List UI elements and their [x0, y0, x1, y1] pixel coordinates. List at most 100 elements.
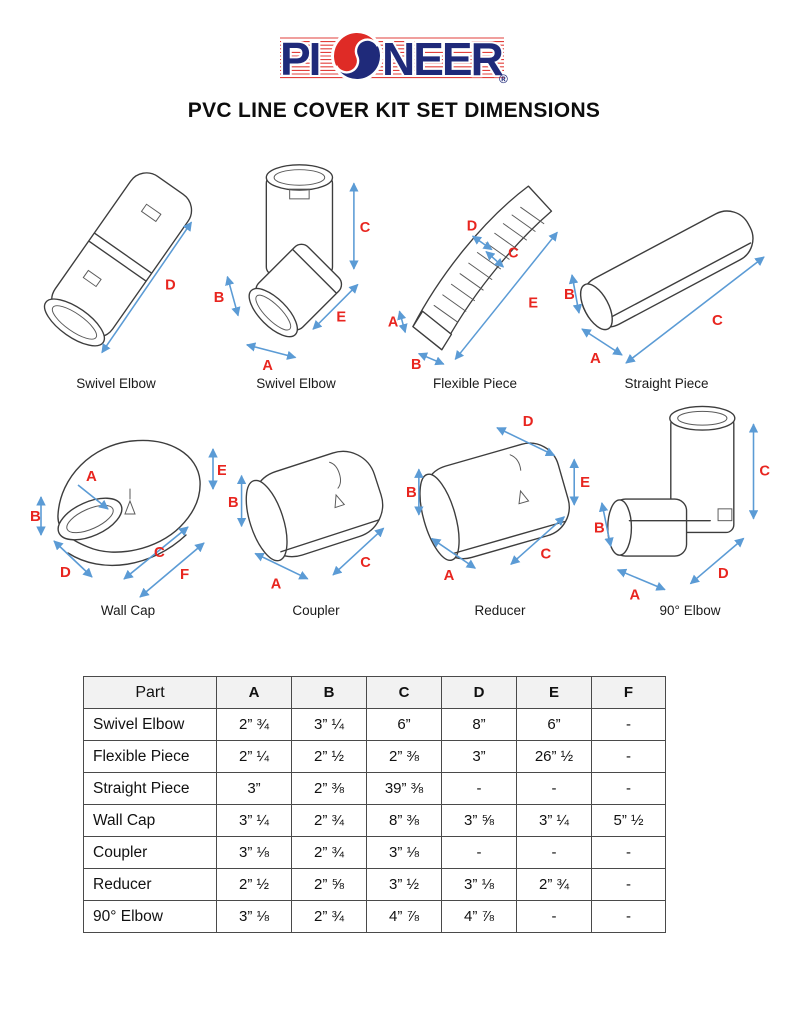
dim-value-cell: 3” ⅛: [216, 836, 292, 869]
dim-label-B: B: [594, 520, 605, 536]
dim-label-C: C: [759, 463, 770, 479]
logo-text-pi: PI: [280, 33, 319, 85]
header-e: E: [516, 676, 592, 709]
dim-label-D: D: [718, 566, 729, 582]
table-row: Flexible Piece 2” ¼ 2” ½ 2” ⅜ 3” 26” ½ -: [83, 740, 666, 773]
dim-value-cell: -: [591, 740, 666, 773]
table-row: 90° Elbow 3” ⅛ 2” ¾ 4” ⅞ 4” ⅞ - -: [83, 900, 666, 933]
dimension-arrows: B A C: [228, 474, 385, 593]
table-row: Wall Cap 3” ¼ 2” ¾ 8” ⅜ 3” ⅝ 3” ¼ 5” ½: [83, 804, 666, 837]
logo-globe-icon: [331, 30, 383, 82]
dim-value-cell: -: [591, 772, 666, 805]
dim-value-cell: 3” ¼: [291, 708, 367, 741]
figure-swivel-elbow-2: C E B A Swivel Elbow: [206, 157, 386, 391]
figure-caption: Coupler: [292, 603, 340, 618]
dim-value-cell: 3”: [216, 772, 292, 805]
header-a: A: [216, 676, 292, 709]
pioneer-logo: PI NEER ®: [278, 30, 508, 86]
dim-value-cell: 6”: [366, 708, 442, 741]
dimensions-table: Part A B C D E F Swivel Elbow 2” ¾ 3” ¼ …: [83, 676, 666, 933]
dim-value-cell: 2” ¾: [291, 836, 367, 869]
figure-reducer: D E C B A Reducer: [406, 397, 594, 618]
dim-label-C: C: [541, 546, 552, 562]
dim-value-cell: 2” ⅜: [291, 772, 367, 805]
figure-caption: Swivel Elbow: [76, 376, 156, 391]
dim-label-E: E: [217, 462, 226, 479]
dimension-arrows: A B D C E: [388, 218, 558, 373]
registered-mark: ®: [499, 72, 508, 86]
table-row: Reducer 2” ½ 2” ⅝ 3” ½ 3” ⅛ 2” ¾ -: [83, 868, 666, 901]
coupler-diagram: B A C: [228, 450, 385, 593]
dim-label-D: D: [165, 277, 176, 293]
dim-value-cell: 3”: [441, 740, 517, 773]
dim-value-cell: 2” ⅝: [291, 868, 367, 901]
part-name-cell: Wall Cap: [83, 804, 217, 837]
dim-label-C: C: [712, 312, 723, 329]
dim-value-cell: -: [591, 868, 666, 901]
dim-value-cell: -: [441, 836, 517, 869]
dim-label-A: A: [271, 577, 282, 593]
dim-label-A: A: [590, 350, 601, 367]
dim-value-cell: -: [591, 836, 666, 869]
dim-value-cell: -: [516, 772, 592, 805]
90-elbow-diagram: C D A B: [594, 405, 770, 602]
figure-flexible-piece: A B D C E Flexible Piece: [386, 157, 564, 391]
part-name-cell: Flexible Piece: [83, 740, 217, 773]
part-name-cell: Coupler: [83, 836, 217, 869]
dim-value-cell: 39” ⅜: [366, 772, 442, 805]
dim-value-cell: 6”: [516, 708, 592, 741]
dim-value-cell: 4” ⅞: [366, 900, 442, 933]
flexible-piece-diagram: A B D C E: [388, 185, 558, 373]
dim-label-D: D: [60, 564, 71, 581]
wall-cap-diagram: A B D C F E: [30, 439, 226, 598]
dim-label-F: F: [180, 566, 189, 583]
dim-value-cell: 3” ⅛: [441, 868, 517, 901]
dim-value-cell: -: [516, 900, 592, 933]
dim-value-cell: 5” ½: [591, 804, 666, 837]
figure-caption: Reducer: [474, 603, 526, 618]
header-part: Part: [83, 676, 217, 709]
dim-label-A: A: [262, 358, 273, 374]
table-row: Coupler 3” ⅛ 2” ¾ 3” ⅛ - - -: [83, 836, 666, 869]
dim-value-cell: -: [441, 772, 517, 805]
dim-value-cell: 3” ⅛: [216, 900, 292, 933]
dim-value-cell: 26” ½: [516, 740, 592, 773]
header-c: C: [366, 676, 442, 709]
dim-value-cell: 2” ¼: [216, 740, 292, 773]
dim-label-B: B: [214, 290, 225, 306]
dim-value-cell: 8”: [441, 708, 517, 741]
diagram-row-1: D Swivel Elbow C: [26, 157, 788, 391]
table-header-row: Part A B C D E F: [83, 676, 666, 709]
dim-label-C: C: [154, 544, 165, 561]
dim-value-cell: 3” ⅛: [366, 836, 442, 869]
table-row: Swivel Elbow 2” ¾ 3” ¼ 6” 8” 6” -: [83, 708, 666, 741]
dim-label-E: E: [528, 295, 538, 311]
dim-label-A: A: [444, 568, 455, 584]
dim-value-cell: 8” ⅜: [366, 804, 442, 837]
header-f: F: [591, 676, 666, 709]
dim-value-cell: 4” ⅞: [441, 900, 517, 933]
dim-label-B: B: [228, 495, 239, 511]
figure-wall-cap: A B D C F E Wall Cap: [30, 397, 226, 618]
dim-label-B: B: [406, 485, 417, 501]
dim-value-cell: 2” ⅜: [366, 740, 442, 773]
dim-label-A: A: [629, 587, 640, 602]
dim-label-A: A: [86, 468, 97, 485]
straight-piece-diagram: C B A: [564, 210, 765, 367]
figure-caption: Flexible Piece: [432, 376, 518, 391]
dim-value-cell: -: [591, 708, 666, 741]
header-b: B: [291, 676, 367, 709]
dim-label-C: C: [360, 555, 371, 571]
diagram-row-2: A B D C F E Wall Cap: [30, 397, 788, 618]
dim-value-cell: -: [591, 900, 666, 933]
dimension-arrows: D: [101, 221, 193, 354]
figure-swivel-elbow-1: D Swivel Elbow: [26, 157, 206, 391]
figure-caption: Wall Cap: [100, 603, 156, 618]
dimension-arrows: A B D C F E: [30, 448, 226, 598]
swivel-elbow-2-diagram: C E B A: [214, 164, 371, 374]
dim-value-cell: 2” ½: [291, 740, 367, 773]
dim-label-B: B: [30, 508, 41, 525]
dim-value-cell: 3” ¼: [216, 804, 292, 837]
part-name-cell: Straight Piece: [83, 772, 217, 805]
